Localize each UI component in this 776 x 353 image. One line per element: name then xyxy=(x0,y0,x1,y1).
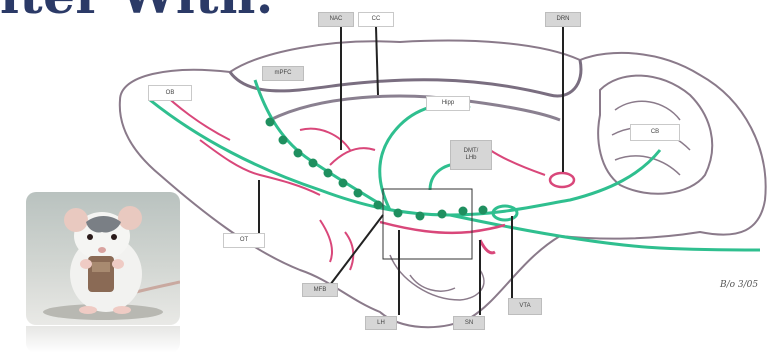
label-mpfc: mPFC xyxy=(262,66,304,81)
corpus-callosum xyxy=(270,96,560,120)
green-pathway-ob xyxy=(150,100,660,215)
label-ob: OB xyxy=(148,85,192,101)
label-dmt-lhb: DMT/ LHb xyxy=(450,140,492,170)
green-pathway-caudal xyxy=(450,215,760,250)
hypothalamus-outline xyxy=(390,255,484,300)
rat-photo-reflection xyxy=(26,326,180,353)
label-nac: NAC xyxy=(318,12,354,27)
label-ot: OT xyxy=(223,233,265,248)
leader-cc xyxy=(376,27,378,95)
label-lh: LH xyxy=(365,316,397,330)
label-cc: CC xyxy=(358,12,394,27)
rat-photo xyxy=(26,192,180,325)
label-sn: SN xyxy=(453,316,485,330)
drn-structure xyxy=(550,173,574,187)
label-cb: CB xyxy=(630,124,680,141)
leader-mfb xyxy=(330,215,383,285)
label-vta: VTA xyxy=(508,298,542,315)
pink-pathway-dmt xyxy=(490,150,545,175)
author-signature: B/o 3/05 xyxy=(720,280,758,290)
lh-box xyxy=(383,189,472,259)
label-mfb: MFB xyxy=(302,283,338,297)
label-drn: DRN xyxy=(545,12,581,27)
label-hipp: Hipp xyxy=(426,96,470,111)
brain-outline xyxy=(120,41,766,328)
